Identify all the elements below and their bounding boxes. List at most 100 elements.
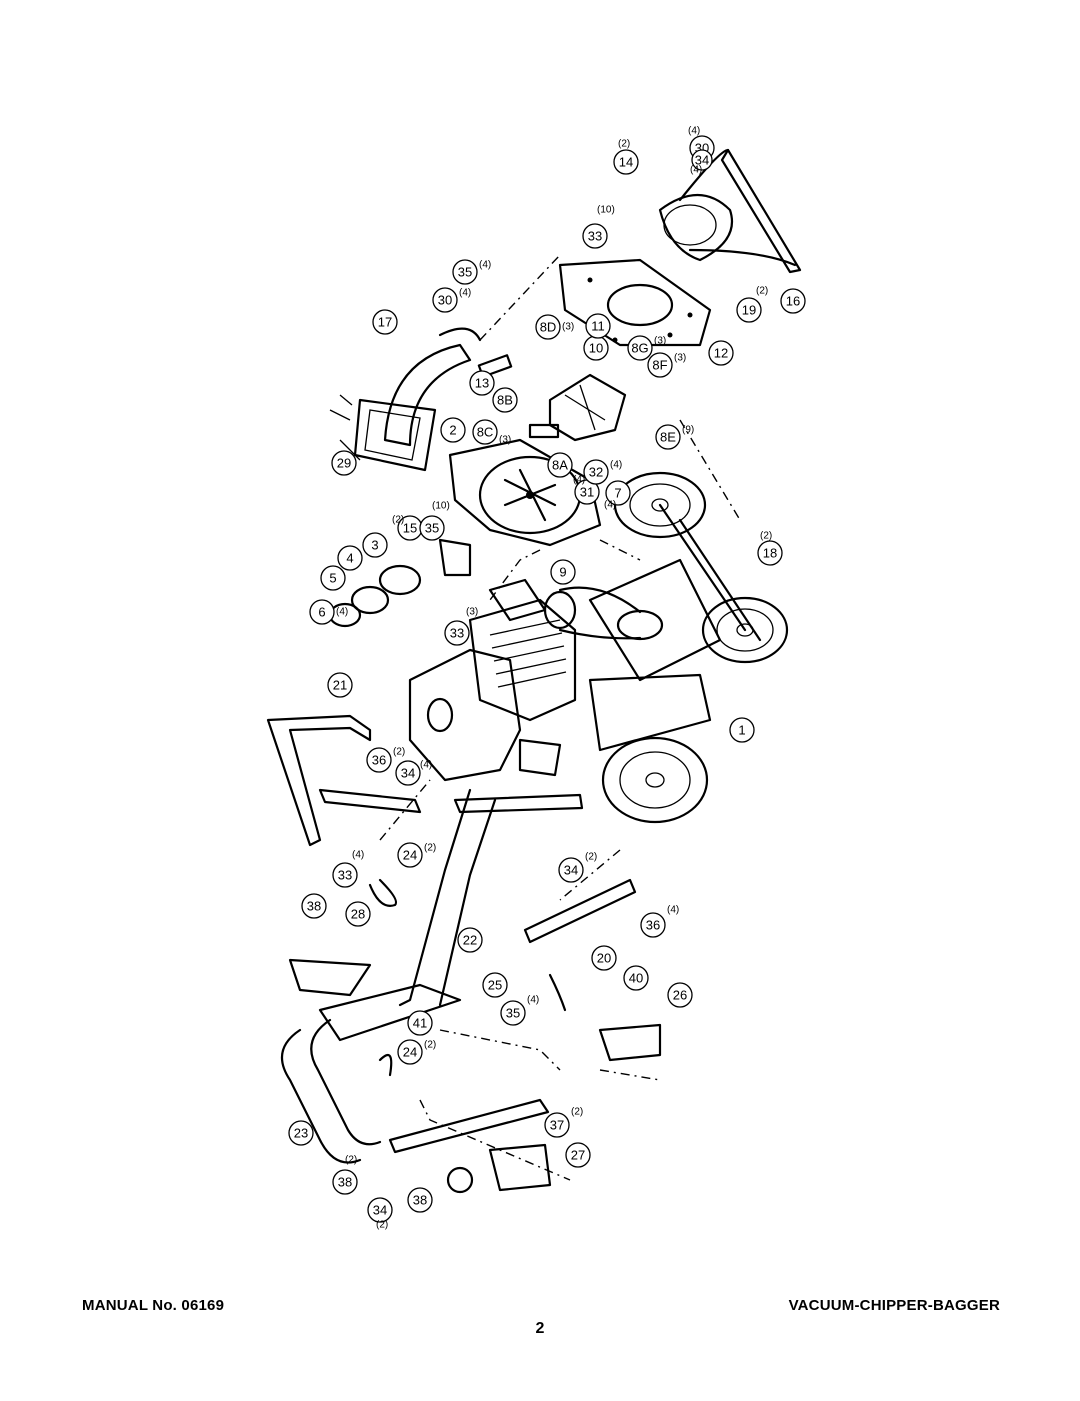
callout-2: 2: [440, 417, 466, 443]
svg-text:(3): (3): [466, 607, 478, 618]
svg-text:(4): (4): [688, 126, 700, 137]
svg-text:19: 19: [742, 303, 756, 318]
callout-31: 31(4): [573, 475, 600, 505]
svg-text:(9): (9): [682, 425, 694, 436]
svg-text:38: 38: [338, 1175, 352, 1190]
part-callouts: 1 2 3 4 5 6(4) 7(4) 8A 8B 8C(3) 8D(3) 8E…: [288, 126, 806, 1231]
svg-text:35: 35: [506, 1006, 520, 1021]
svg-text:(4): (4): [459, 288, 471, 299]
callout-41: 41: [407, 1010, 433, 1036]
svg-text:(10): (10): [597, 205, 615, 216]
svg-text:8D: 8D: [540, 320, 557, 335]
svg-text:(4): (4): [479, 260, 491, 271]
svg-text:8A: 8A: [552, 458, 568, 473]
callout-3: 3: [362, 532, 388, 558]
callout-34a: 34(4): [690, 149, 713, 176]
svg-text:24: 24: [403, 1045, 417, 1060]
callout-33a: 33(10): [582, 205, 615, 249]
svg-text:31: 31: [580, 485, 594, 500]
callout-1: 1: [729, 717, 755, 743]
callout-24a: 24(2): [397, 842, 436, 868]
svg-text:13: 13: [475, 376, 489, 391]
svg-text:33: 33: [338, 868, 352, 883]
svg-text:(4): (4): [667, 905, 679, 916]
chipper-blade-assembly: [477, 354, 627, 442]
callout-6: 6(4): [309, 599, 348, 625]
callout-33c: 33(4): [332, 850, 364, 888]
svg-text:9: 9: [559, 565, 566, 580]
svg-text:(10): (10): [432, 501, 450, 512]
callout-40: 40: [623, 965, 649, 991]
svg-text:(2): (2): [345, 1155, 357, 1166]
svg-text:30: 30: [438, 293, 452, 308]
callout-34d: 34(2): [367, 1197, 393, 1231]
page-number: 2: [535, 1320, 545, 1337]
svg-text:34: 34: [695, 153, 709, 168]
svg-text:(4): (4): [352, 850, 364, 861]
blower-housing: [448, 438, 602, 547]
svg-text:3: 3: [371, 538, 378, 553]
svg-text:29: 29: [337, 456, 351, 471]
svg-text:40: 40: [629, 971, 643, 986]
svg-text:8B: 8B: [497, 393, 513, 408]
callout-37: 37(2): [544, 1107, 583, 1138]
svg-text:34: 34: [564, 863, 578, 878]
callout-38b: 38 (2): [332, 1155, 358, 1195]
callout-35c: 35(4): [500, 995, 539, 1026]
svg-text:17: 17: [378, 315, 392, 330]
callout-38c: 38: [407, 1187, 433, 1213]
svg-text:(3): (3): [654, 336, 666, 347]
svg-text:5: 5: [329, 571, 336, 586]
callout-27: 27: [565, 1142, 591, 1168]
intake-hose: [329, 327, 482, 472]
callout-24b: 24 (2): [397, 1039, 436, 1065]
callout-20: 20: [591, 945, 617, 971]
svg-text:(4): (4): [610, 460, 622, 471]
svg-text:7: 7: [614, 486, 621, 501]
callout-32: 32(4): [583, 459, 622, 485]
svg-text:(2): (2): [376, 1220, 388, 1231]
svg-text:18: 18: [763, 546, 777, 561]
callout-38a: 38: [301, 893, 327, 919]
svg-text:28: 28: [351, 907, 365, 922]
callout-8e: 8E(9): [655, 424, 694, 450]
svg-text:15: 15: [403, 521, 417, 536]
svg-text:2: 2: [449, 423, 456, 438]
manual-number: MANUAL No. 06169: [82, 1297, 225, 1314]
svg-text:37: 37: [550, 1118, 564, 1133]
callout-25: 25: [482, 972, 508, 998]
housing-cover-plate: [558, 258, 712, 347]
callout-9: 9: [550, 559, 576, 585]
svg-text:33: 33: [450, 626, 464, 641]
svg-text:11: 11: [591, 319, 605, 334]
callout-8f: 8F(3): [647, 352, 686, 378]
callout-29: 29: [331, 450, 357, 476]
svg-text:(4): (4): [573, 475, 585, 486]
svg-text:(2): (2): [756, 286, 768, 297]
discharge-chute: [658, 148, 802, 274]
product-title: VACUUM-CHIPPER-BAGGER: [788, 1297, 1000, 1314]
callout-26: 26: [667, 982, 693, 1008]
svg-text:8G: 8G: [631, 341, 648, 356]
callout-35b: 35(10): [419, 501, 450, 541]
svg-text:(2): (2): [424, 1040, 436, 1051]
svg-text:23: 23: [294, 1126, 308, 1141]
svg-text:21: 21: [333, 678, 347, 693]
svg-text:12: 12: [714, 346, 728, 361]
frame-and-wheels: [543, 471, 789, 824]
svg-text:34: 34: [373, 1203, 387, 1218]
svg-text:(2): (2): [424, 843, 436, 854]
callout-8c: 8C(3): [472, 419, 511, 446]
callout-19: 19(2): [736, 286, 768, 323]
callout-15: 15(2): [392, 515, 423, 541]
svg-text:26: 26: [673, 988, 687, 1003]
callout-8b: 8B: [492, 387, 518, 413]
svg-text:(4): (4): [420, 760, 432, 771]
callout-8a: 8A: [547, 452, 573, 478]
svg-text:6: 6: [318, 605, 325, 620]
callout-18: 18(2): [757, 531, 783, 566]
svg-text:(3): (3): [674, 353, 686, 364]
callout-5: 5: [320, 565, 346, 591]
callout-10: 10: [583, 335, 609, 361]
callout-8d: 8D(3): [535, 314, 574, 340]
